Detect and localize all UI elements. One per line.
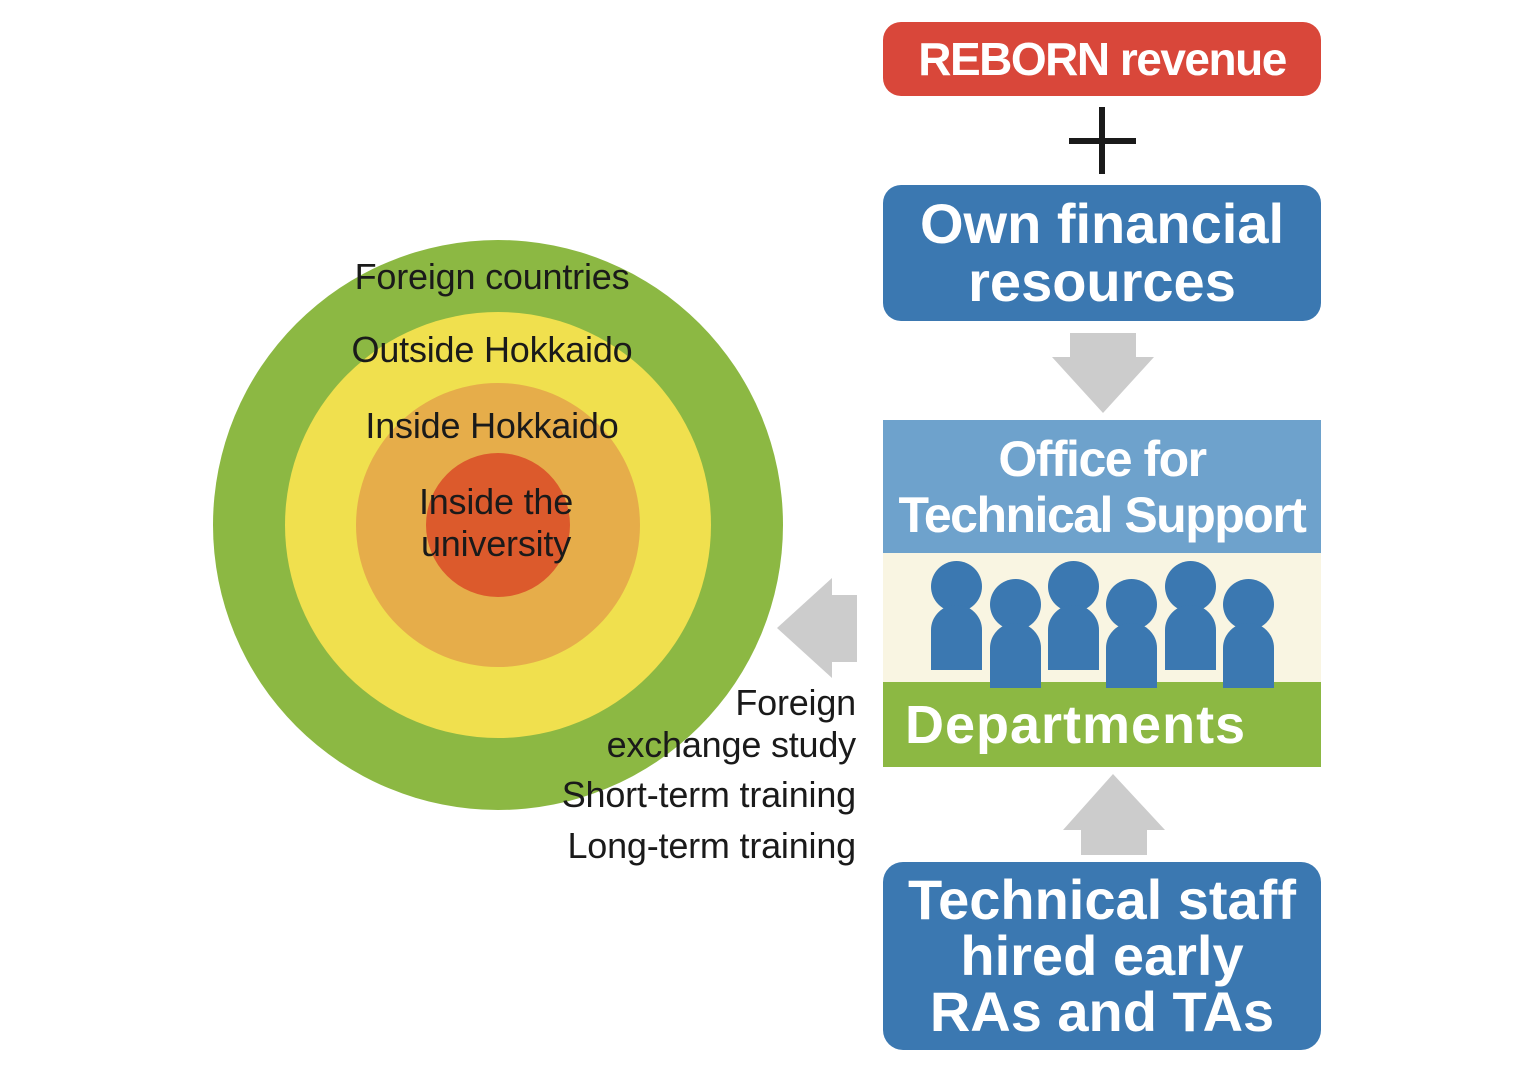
departments-band: Departments — [883, 682, 1321, 767]
ring-label-foreign-countries: Foreign countries — [354, 256, 630, 297]
training-label-short-term: Short-term training — [561, 774, 857, 815]
ring-label-inside-hokkaido: Inside Hokkaido — [365, 405, 619, 446]
ring-label-inside-university: Inside the university — [418, 481, 574, 564]
reborn-revenue-box: REBORN revenue — [883, 22, 1321, 96]
technical-staff-box: Technical staff hired early RAs and TAs — [883, 862, 1321, 1050]
training-label-long-term: Long-term training — [567, 825, 856, 866]
training-label-foreign-exchange: Foreign exchange study — [606, 682, 857, 765]
target-diagram: Foreign countries Outside Hokkaido Insid… — [213, 240, 783, 810]
arrow-down-icon — [1052, 333, 1154, 413]
own-financial-resources-box: Own financial resources — [883, 185, 1321, 321]
arrow-up-icon — [1063, 774, 1165, 855]
arrow-left-icon — [777, 578, 857, 678]
ring-label-outside-hokkaido: Outside Hokkaido — [351, 329, 633, 370]
ring-inside-university — [426, 453, 570, 597]
office-technical-support-header: Office for Technical Support — [883, 420, 1321, 553]
